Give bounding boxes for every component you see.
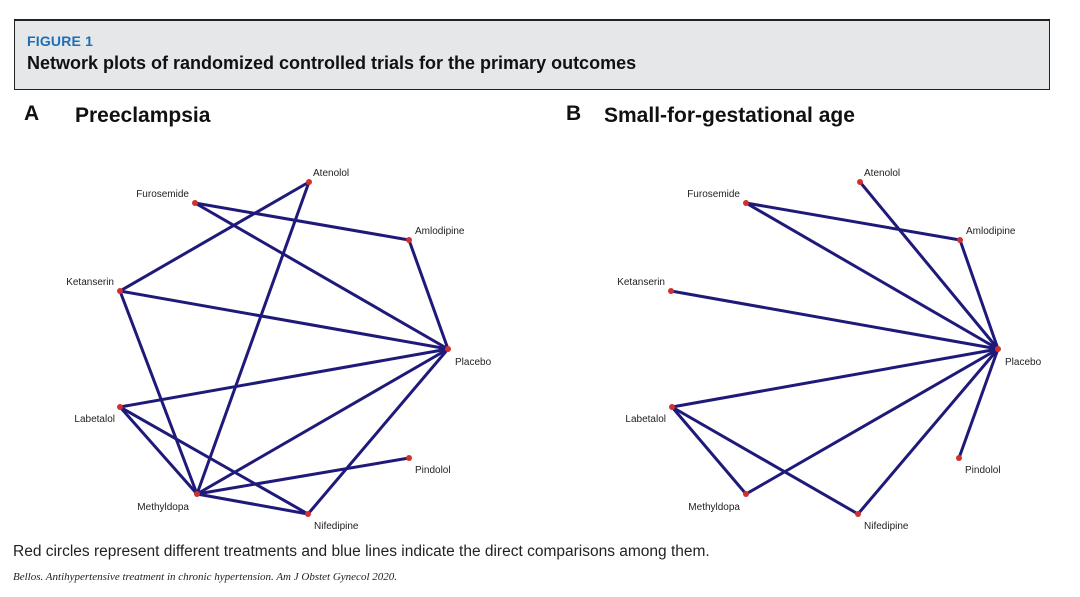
edge-ketanserin-placebo	[669, 289, 1000, 351]
figure-title: Network plots of randomized controlled t…	[27, 53, 637, 73]
node-label-methyldopa: Methyldopa	[137, 502, 189, 513]
edge-amlodipine-placebo	[407, 238, 450, 351]
node-label-amlodipine: Amlodipine	[415, 226, 465, 237]
node-placebo	[445, 346, 451, 352]
figure-caption: Red circles represent different treatmen…	[13, 543, 710, 560]
node-methyldopa	[194, 491, 200, 497]
edge-labetalol-methyldopa	[118, 405, 199, 496]
figure-number: FIGURE 1	[27, 33, 94, 49]
node-methyldopa	[743, 491, 749, 497]
node-label-placebo: Placebo	[455, 357, 492, 368]
node-pindolol	[406, 455, 412, 461]
edge-amlodipine-placebo	[958, 238, 1000, 351]
network-plot-preeclampsia: AtenololFurosemideAmlodipineKetanserinPl…	[66, 168, 491, 532]
node-amlodipine	[957, 237, 963, 243]
node-label-methyldopa: Methyldopa	[688, 502, 740, 513]
node-nifedipine	[855, 511, 861, 517]
edge-ketanserin-methyldopa	[118, 289, 199, 496]
node-ketanserin	[117, 288, 123, 294]
edge-methyldopa-nifedipine	[195, 492, 310, 516]
node-furosemide	[743, 200, 749, 206]
panel-b-title: Small-for-gestational age	[604, 104, 855, 127]
edge-labetalol-nifedipine	[118, 405, 310, 516]
node-labetalol	[117, 404, 123, 410]
node-label-ketanserin: Ketanserin	[617, 277, 665, 288]
edge-methyldopa-placebo	[744, 347, 1000, 496]
node-atenolol	[306, 179, 312, 185]
edge-nifedipine-placebo	[306, 347, 450, 516]
edge-atenolol-ketanserin	[118, 180, 311, 293]
panel-a-letter: A	[24, 102, 40, 125]
node-nifedipine	[305, 511, 311, 517]
node-label-placebo: Placebo	[1005, 357, 1042, 368]
edge-pindolol-placebo	[957, 347, 1000, 460]
node-amlodipine	[406, 237, 412, 243]
node-label-nifedipine: Nifedipine	[864, 521, 909, 532]
figure-header: FIGURE 1 Network plots of randomized con…	[14, 19, 1050, 90]
panel-b-letter: B	[566, 102, 582, 125]
node-label-pindolol: Pindolol	[965, 465, 1001, 476]
node-placebo	[995, 346, 1001, 352]
edge-furosemide-amlodipine	[193, 201, 411, 242]
node-label-pindolol: Pindolol	[415, 465, 451, 476]
node-labetalol	[669, 404, 675, 410]
edge-furosemide-placebo	[193, 201, 450, 351]
node-label-atenolol: Atenolol	[313, 168, 349, 179]
edge-methyldopa-placebo	[195, 347, 450, 496]
edge-ketanserin-placebo	[118, 289, 450, 351]
figure-citation: Bellos. Antihypertensive treatment in ch…	[13, 571, 397, 583]
edge-atenolol-placebo	[858, 180, 1000, 351]
edge-nifedipine-placebo	[856, 347, 1000, 516]
node-label-ketanserin: Ketanserin	[66, 277, 114, 288]
node-label-furosemide: Furosemide	[687, 189, 740, 200]
node-furosemide	[192, 200, 198, 206]
edge-furosemide-amlodipine	[744, 201, 962, 242]
edge-furosemide-placebo	[744, 201, 1000, 351]
edge-labetalol-methyldopa	[670, 405, 748, 496]
network-plot-sga: AtenololFurosemideAmlodipineKetanserinPl…	[617, 168, 1041, 532]
node-label-amlodipine: Amlodipine	[966, 226, 1016, 237]
edge-atenolol-methyldopa	[195, 180, 311, 496]
node-atenolol	[857, 179, 863, 185]
node-ketanserin	[668, 288, 674, 294]
node-label-labetalol: Labetalol	[625, 414, 666, 425]
edge-labetalol-placebo	[118, 347, 450, 409]
panel-a-title: Preeclampsia	[75, 104, 211, 127]
node-label-furosemide: Furosemide	[136, 189, 189, 200]
edge-labetalol-nifedipine	[670, 405, 860, 516]
node-label-labetalol: Labetalol	[74, 414, 115, 425]
node-label-atenolol: Atenolol	[864, 168, 900, 179]
edge-labetalol-placebo	[670, 347, 1000, 409]
edge-pindolol-methyldopa	[195, 456, 411, 496]
node-pindolol	[956, 455, 962, 461]
node-label-nifedipine: Nifedipine	[314, 521, 359, 532]
